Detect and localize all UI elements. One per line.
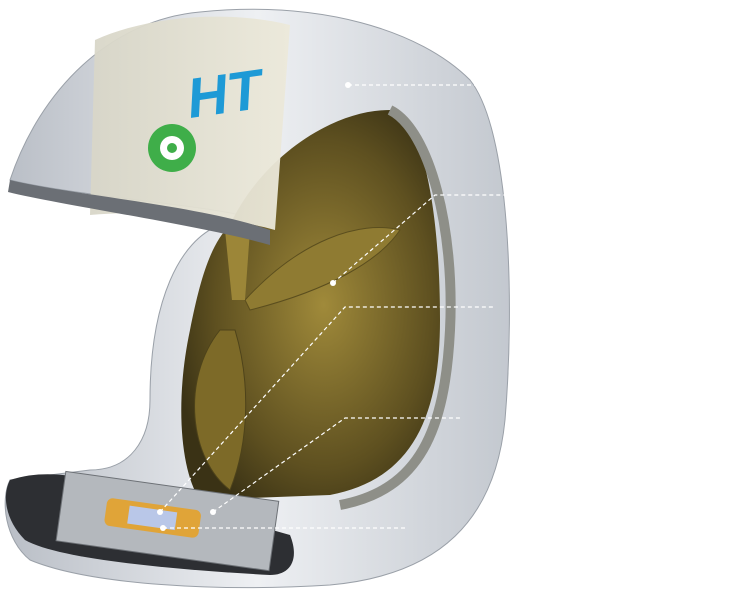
callout-line-generator-stator — [159, 306, 495, 513]
callout-line-generator-rotor — [212, 417, 462, 513]
callout-dot-generator-rotor — [210, 509, 216, 515]
inner-rim — [339, 105, 456, 510]
stator-coil — [127, 505, 178, 531]
callout-dot-shroud — [345, 82, 351, 88]
callout-dot-rotor-blade — [330, 280, 336, 286]
rotor-blade-lower — [194, 329, 247, 491]
svg-text:HT: HT — [183, 56, 270, 129]
callout-dot-generator-stator — [157, 509, 163, 515]
callout-line-rotor-blade — [332, 194, 505, 284]
callout-dot-magnet — [160, 525, 166, 531]
rotor-blade-upper — [244, 227, 401, 311]
logo: HT — [148, 56, 270, 172]
rotor-hub — [225, 230, 250, 300]
shroud-top-edge — [8, 180, 270, 245]
logo-band — [90, 16, 290, 230]
